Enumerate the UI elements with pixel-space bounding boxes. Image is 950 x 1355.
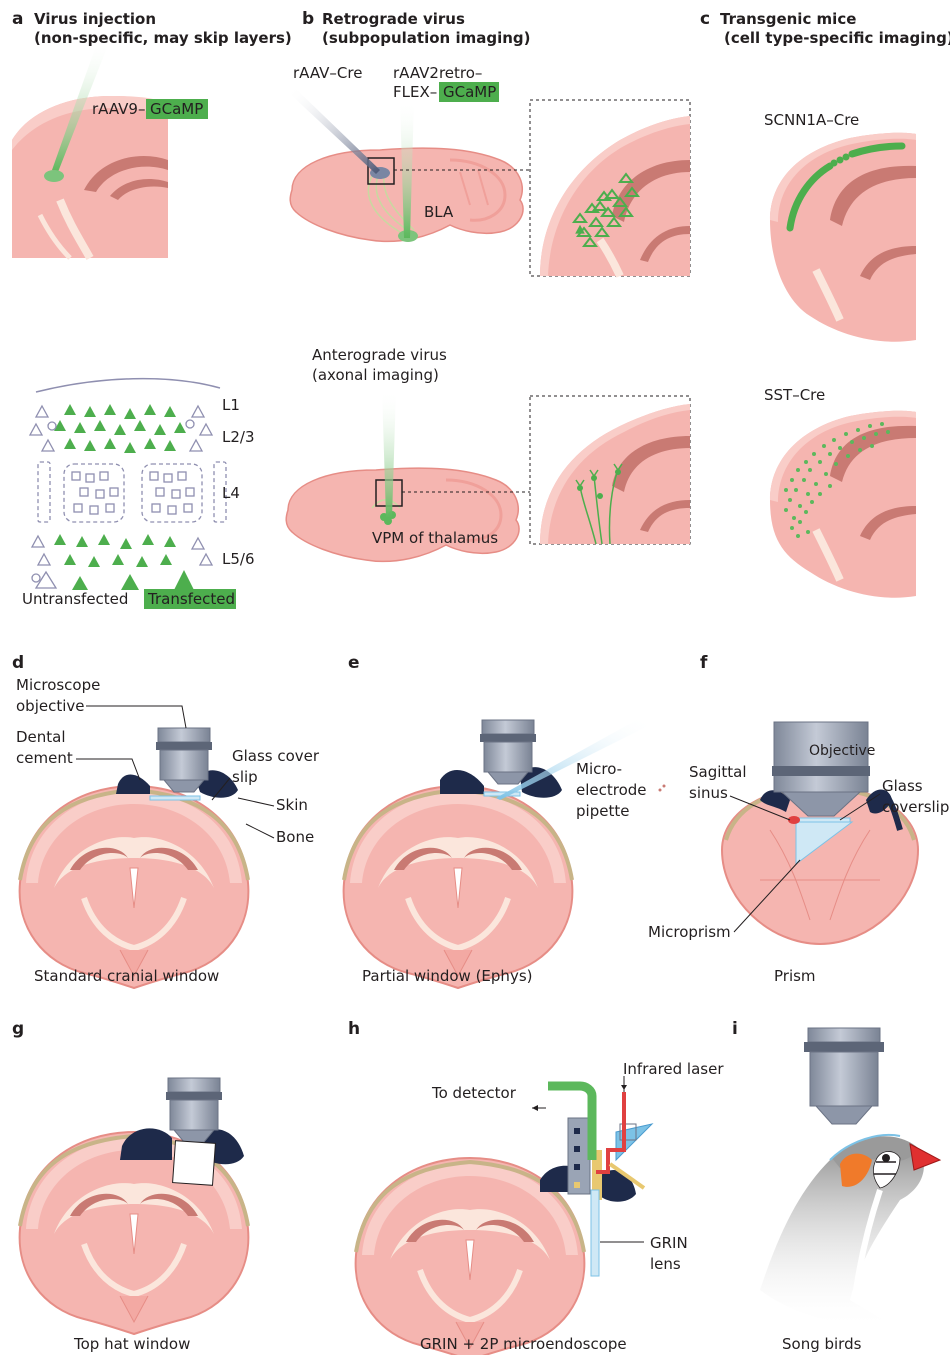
grin-label-1: GRIN bbox=[650, 1234, 688, 1252]
layer-l4-label: L4 bbox=[222, 484, 240, 502]
panel-b-letter: b bbox=[302, 9, 314, 29]
coverslip-label-2: slip bbox=[232, 768, 258, 786]
panel-f-caption: Prism bbox=[774, 967, 816, 985]
panel-a-subtitle: (non-specific, may skip layers) bbox=[34, 29, 292, 47]
panel-a-hemisphere bbox=[12, 96, 168, 258]
panel-c-subtitle: (cell type-specific imaging) bbox=[724, 29, 950, 47]
pipette-label-3: pipette bbox=[576, 802, 629, 820]
panel-i-caption: Song birds bbox=[782, 1335, 862, 1353]
bla-label: BLA bbox=[424, 203, 454, 221]
injection-site bbox=[44, 170, 64, 182]
scnn1a-label: SCNN1A–Cre bbox=[764, 111, 859, 129]
flex-gcamp-label: GCaMP bbox=[443, 83, 496, 101]
panel-b-title: Retrograde virus bbox=[322, 10, 465, 28]
vpm-label: VPM of thalamus bbox=[372, 529, 498, 547]
sst-label: SST–Cre bbox=[764, 386, 825, 404]
panel-a-letter: a bbox=[12, 9, 23, 29]
sinus-label-1: Sagittal bbox=[689, 763, 747, 781]
glass-coverslip-label-2: coverslip bbox=[882, 798, 949, 816]
layer-l23-label: L2/3 bbox=[222, 428, 255, 446]
cre-virus-label: rAAV–Cre bbox=[293, 64, 362, 82]
panel-h-caption: GRIN + 2P microendoscope bbox=[420, 1335, 627, 1353]
panel-e-letter: e bbox=[348, 653, 360, 673]
panel-f-letter: f bbox=[700, 653, 708, 673]
cement-label-2: cement bbox=[16, 749, 73, 767]
panel-i-diagram bbox=[760, 1028, 940, 1330]
panel-g-diagram bbox=[20, 1078, 249, 1334]
panel-d-letter: d bbox=[12, 653, 24, 673]
layer-l56-label: L5/6 bbox=[222, 550, 255, 568]
anterograde-label-2: (axonal imaging) bbox=[312, 366, 439, 384]
panel-f-objective-label: Objective bbox=[809, 743, 875, 759]
panel-g-caption: Top hat window bbox=[73, 1335, 190, 1353]
transfected-label: Transfected bbox=[147, 590, 235, 608]
panel-c-title: Transgenic mice bbox=[720, 10, 856, 28]
untransfected-label: Untransfected bbox=[22, 590, 128, 608]
zoom-box-top bbox=[530, 100, 690, 276]
panel-i-letter: i bbox=[732, 1019, 738, 1039]
laser-label: Infrared laser bbox=[623, 1060, 724, 1078]
coverslip-label-1: Glass cover bbox=[232, 747, 320, 765]
panel-e-diagram bbox=[344, 718, 666, 988]
sagittal-brain-bottom bbox=[286, 468, 519, 561]
panel-a-gcamp-label: GCaMP bbox=[150, 100, 203, 118]
detector-label: To detector bbox=[431, 1084, 517, 1102]
hemisphere-scnn1a bbox=[770, 133, 916, 342]
panel-h-letter: h bbox=[348, 1019, 360, 1039]
panel-h-diagram bbox=[356, 1076, 652, 1355]
panel-c-letter: c bbox=[700, 9, 710, 29]
skin-label: Skin bbox=[276, 796, 308, 814]
panel-a-title: Virus injection bbox=[34, 10, 156, 28]
hemisphere-sst bbox=[770, 411, 916, 598]
bone-label: Bone bbox=[276, 828, 314, 846]
flex-virus-label-1: rAAV2retro– bbox=[393, 64, 482, 82]
pipette-label-2: electrode bbox=[576, 781, 647, 799]
panel-e-caption: Partial window (Ephys) bbox=[362, 967, 533, 985]
anterograde-label-1: Anterograde virus bbox=[312, 346, 447, 364]
pipette-label-1: Micro- bbox=[576, 760, 622, 778]
microprism-label: Microprism bbox=[648, 923, 731, 941]
cortical-layer-diagram bbox=[30, 379, 226, 590]
objective-label-1: Microscope bbox=[16, 676, 100, 694]
grin-label-2: lens bbox=[650, 1255, 681, 1273]
panel-d-caption: Standard cranial window bbox=[34, 967, 219, 985]
panel-a-virus-label: rAAV9– bbox=[92, 100, 145, 118]
panel-b-subtitle: (subpopulation imaging) bbox=[322, 29, 530, 47]
zoom-box-bottom bbox=[530, 396, 690, 544]
objective-label-2: objective bbox=[16, 697, 85, 715]
cement-label-1: Dental bbox=[16, 728, 66, 746]
sinus-label-2: sinus bbox=[689, 784, 728, 802]
flex-virus-label-2: FLEX– bbox=[393, 83, 437, 101]
glass-coverslip-label-1: Glass bbox=[882, 777, 923, 795]
layer-l1-label: L1 bbox=[222, 396, 240, 414]
panel-g-letter: g bbox=[12, 1019, 24, 1039]
